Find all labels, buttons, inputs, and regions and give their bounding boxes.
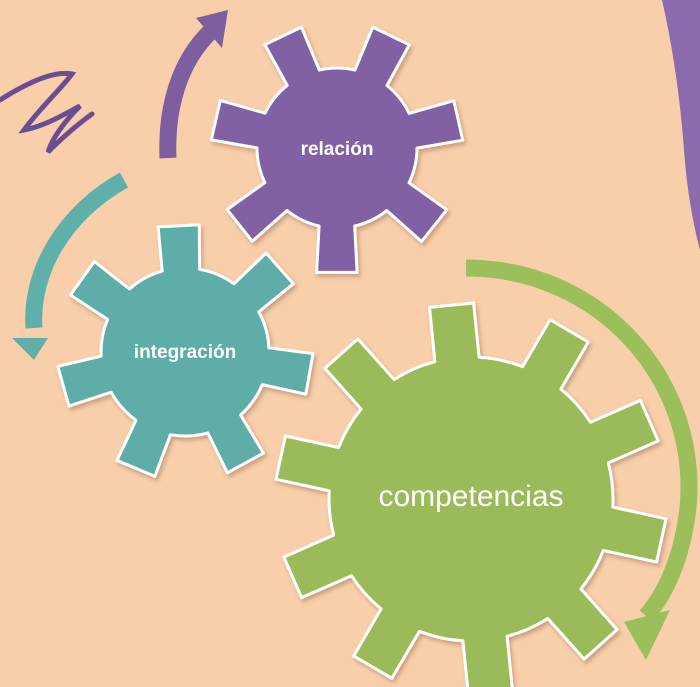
arrow-purple-head — [196, 10, 228, 48]
arrow-green-head — [624, 610, 670, 660]
arrow-teal-head — [12, 338, 48, 360]
arrow-teal-shaft — [25, 172, 129, 329]
arrow-purple-shaft — [159, 23, 218, 159]
gear-integracion — [56, 223, 315, 478]
arrow-green-shaft — [465, 259, 698, 622]
script-flourish — [0, 70, 95, 154]
gear-label-relacion: relación — [301, 139, 374, 160]
gear-relacion — [209, 25, 465, 274]
corner-decoration — [662, 0, 700, 250]
gear-label-competencias: competencias — [378, 480, 563, 513]
gear-competencias — [274, 301, 668, 687]
gear-label-integracion: integración — [134, 342, 236, 363]
